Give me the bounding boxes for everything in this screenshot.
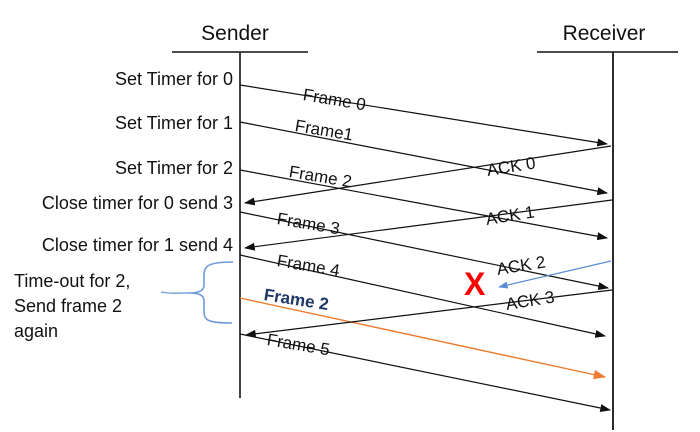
timeout-note: Time-out for 2, Send frame 2 again	[14, 269, 130, 344]
frame-2-arrow	[239, 169, 609, 241]
event-close-timer-1: Close timer for 1 send 4	[41, 235, 233, 255]
event-close-timer-0: Close timer for 0 send 3	[41, 193, 233, 213]
event-set-timer-0: Set Timer for 0	[114, 69, 233, 89]
ack-1-arrow	[243, 199, 613, 251]
timeout-note-line-3: again	[14, 321, 59, 341]
receiver-title: Receiver	[562, 22, 646, 45]
frame-4-arrow	[239, 254, 607, 338]
frame-2-retransmit-arrow	[239, 297, 607, 380]
ack-3-arrow	[244, 289, 613, 338]
event-set-timer-2: Set Timer for 2	[114, 158, 233, 178]
event-set-timer-1: Set Timer for 1	[114, 113, 233, 133]
timeout-brace-leader	[160, 291, 192, 294]
frame-0-arrow	[239, 84, 609, 147]
frame-5-arrow	[239, 333, 612, 412]
lost-ack-x-marker: X	[464, 266, 486, 302]
sender-title: Sender	[201, 22, 269, 45]
timeout-brace	[190, 261, 234, 324]
frame-1-arrow	[239, 121, 609, 196]
ack-0-arrow	[243, 145, 612, 206]
ack-2-lost-arrow	[498, 260, 612, 289]
timeout-note-line-1: Time-out for 2,	[14, 271, 131, 291]
timeout-note-line-2: Send frame 2	[14, 296, 123, 316]
